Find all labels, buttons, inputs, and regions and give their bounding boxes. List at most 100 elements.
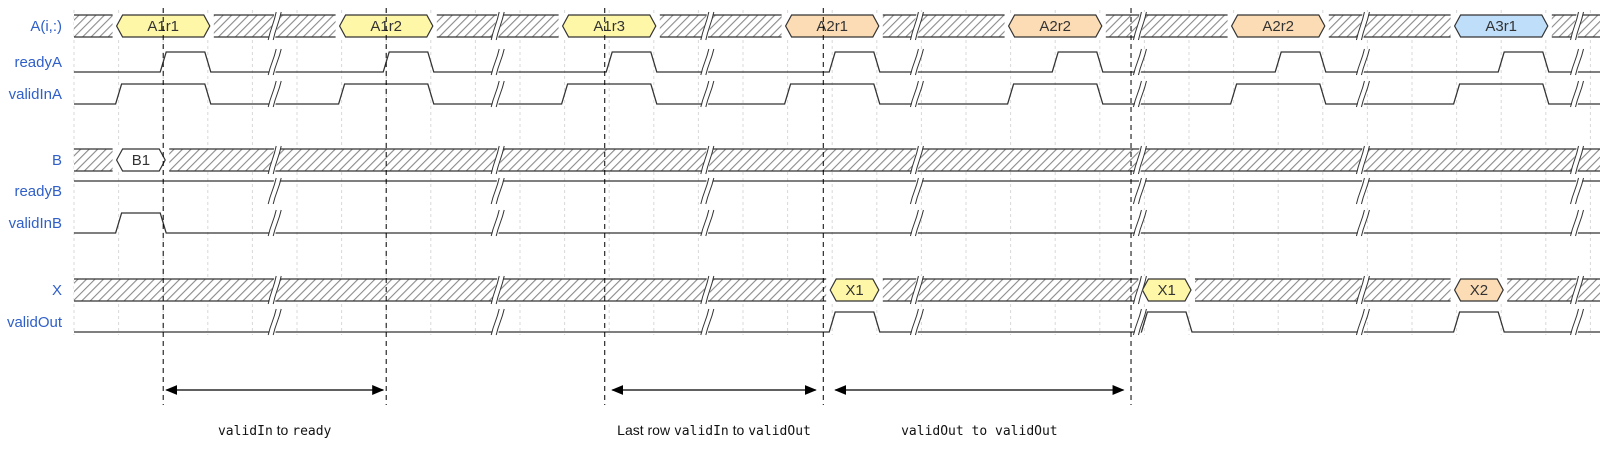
bus-segment-label: X1 xyxy=(1158,282,1176,299)
signal-label: readyB xyxy=(14,183,62,200)
break-mark xyxy=(1132,80,1147,108)
break-mark xyxy=(700,11,715,41)
break-mark xyxy=(1570,11,1585,41)
break-mark xyxy=(1132,11,1147,41)
caption-part: validOut xyxy=(748,424,811,439)
break-mark xyxy=(1570,209,1585,237)
marker-lines xyxy=(162,8,1132,405)
signal-label: A(i,:) xyxy=(30,18,62,35)
break-mark xyxy=(909,308,924,336)
break-mark xyxy=(1355,177,1370,205)
break-mark xyxy=(267,80,282,108)
signal-label: validOut xyxy=(7,314,63,331)
break-mark xyxy=(1132,209,1147,237)
break-mark xyxy=(490,48,505,76)
break-mark xyxy=(267,48,282,76)
break-mark xyxy=(267,145,282,175)
break-marks xyxy=(267,11,1585,336)
break-mark xyxy=(1355,308,1370,336)
break-mark xyxy=(1355,48,1370,76)
break-mark xyxy=(490,11,505,41)
break-mark xyxy=(700,177,715,205)
caption-part: Last row xyxy=(617,422,674,438)
signal-readya xyxy=(74,51,1600,73)
bus-segment xyxy=(561,14,657,38)
break-mark xyxy=(1355,275,1370,305)
break-mark xyxy=(909,275,924,305)
break-mark xyxy=(1570,275,1585,305)
bit-trace xyxy=(74,311,1600,333)
bus-segment xyxy=(1141,278,1192,302)
break-mark xyxy=(700,48,715,76)
signal-labels: A(i,:)readyAvalidInABreadyBvalidInBXvali… xyxy=(7,18,63,331)
break-mark xyxy=(490,209,505,237)
signal-label: X xyxy=(52,282,62,299)
break-mark xyxy=(1355,145,1370,175)
bit-trace xyxy=(74,51,1600,73)
bit-trace xyxy=(74,83,1600,105)
annotation-caption: Last row validIn to validOut xyxy=(617,422,811,439)
bus-segment xyxy=(829,278,880,302)
break-mark xyxy=(1355,11,1370,41)
bit-trace xyxy=(74,212,1600,234)
annotation-caption: validOut to validOut xyxy=(901,424,1058,439)
bus-segment-label: A2r2 xyxy=(1262,18,1294,35)
signal-label: validInA xyxy=(9,86,62,103)
bus-segment-label: X1 xyxy=(845,282,863,299)
break-mark xyxy=(1132,308,1147,336)
break-mark xyxy=(1570,48,1585,76)
break-mark xyxy=(490,275,505,305)
caption-part: validOut to validOut xyxy=(901,424,1058,439)
bus-undefined xyxy=(74,149,1600,171)
break-mark xyxy=(267,275,282,305)
break-mark xyxy=(490,308,505,336)
signal-x: X1 X1 X2 xyxy=(74,278,1600,302)
signal-validina xyxy=(74,83,1600,105)
break-mark xyxy=(909,80,924,108)
caption-part: validIn xyxy=(218,424,273,439)
bus-segment xyxy=(1453,14,1549,38)
signal-label: B xyxy=(52,152,62,169)
break-mark xyxy=(1132,145,1147,175)
break-mark xyxy=(267,308,282,336)
break-mark xyxy=(909,209,924,237)
signal-label: readyA xyxy=(14,54,62,71)
break-mark xyxy=(267,11,282,41)
signal-validout xyxy=(74,311,1600,333)
break-mark xyxy=(1132,48,1147,76)
bus-segment xyxy=(1007,14,1103,38)
break-mark xyxy=(1355,209,1370,237)
break-mark xyxy=(267,209,282,237)
break-mark xyxy=(490,177,505,205)
bus-segment xyxy=(1230,14,1326,38)
bus-segment-label: A2r2 xyxy=(1039,18,1071,35)
bus-segment-label: A3r1 xyxy=(1485,18,1517,35)
break-mark xyxy=(700,209,715,237)
break-mark xyxy=(909,11,924,41)
break-mark xyxy=(490,80,505,108)
bus-segment-label: A1r3 xyxy=(593,18,625,35)
break-mark xyxy=(490,145,505,175)
break-mark xyxy=(909,145,924,175)
bus-segment-label: X2 xyxy=(1470,282,1488,299)
break-mark xyxy=(1570,177,1585,205)
caption-part: ready xyxy=(292,424,331,439)
annotations: validIn to ready Last row validIn to vali… xyxy=(165,385,1125,439)
break-mark xyxy=(1355,80,1370,108)
break-mark xyxy=(1570,80,1585,108)
break-mark xyxy=(700,308,715,336)
break-mark xyxy=(267,177,282,205)
break-mark xyxy=(1570,308,1585,336)
signal-validinb xyxy=(74,212,1600,234)
break-mark xyxy=(700,80,715,108)
break-mark xyxy=(1132,177,1147,205)
break-mark xyxy=(909,177,924,205)
bus-segment-label: B1 xyxy=(132,152,150,169)
break-mark xyxy=(909,48,924,76)
bus-segment xyxy=(115,148,166,172)
caption-part: to xyxy=(273,422,292,438)
break-mark xyxy=(1132,275,1147,305)
